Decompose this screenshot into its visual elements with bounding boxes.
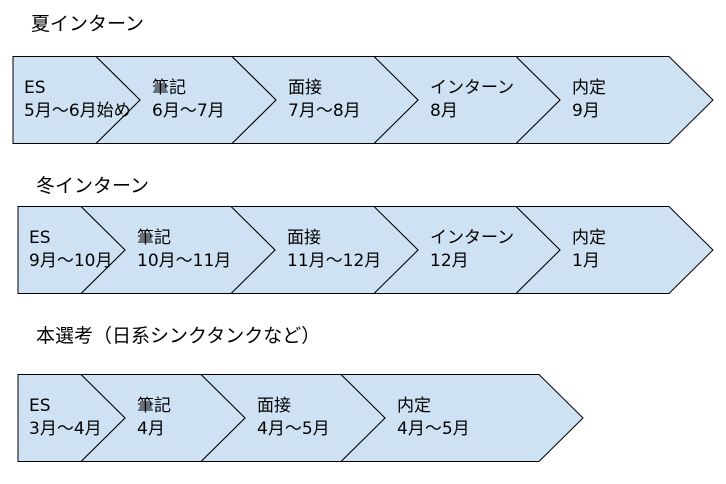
stage-name: 内定 [397, 396, 431, 416]
stage-label-block: 面接 11月〜12月 [287, 227, 381, 273]
flow-title-winter: 冬インターン [36, 175, 150, 197]
stage-name: ES [24, 78, 46, 98]
stage-name: 内定 [572, 228, 606, 248]
stage-period: 4月〜5月 [397, 419, 470, 439]
stage-name: 筆記 [152, 78, 186, 98]
stage-label-block: インターン 8月 [430, 77, 514, 123]
stage-label-block: ES 5月〜6月始め [24, 77, 131, 123]
stage-period: 4月 [137, 419, 165, 439]
flow-main-selection: ES 3月〜4月 筆記 4月 面接 4月〜5月 内定 4月〜5月 [17, 374, 584, 462]
stage-period: 9月 [572, 101, 600, 121]
stage-label-block: ES 3月〜4月 [29, 395, 102, 441]
stage-name: 筆記 [137, 228, 171, 248]
stage-period: 1月 [572, 251, 600, 271]
stage-name: 内定 [572, 78, 606, 98]
stage-label-block: インターン 12月 [430, 227, 514, 273]
stage-period: 3月〜4月 [29, 419, 102, 439]
stage-label-block: 内定 4月〜5月 [397, 395, 470, 441]
stage-period: 7月〜8月 [288, 101, 361, 121]
stage-period: 9月〜10月 [29, 251, 113, 271]
stage-label-block: 筆記 10月〜11月 [137, 227, 231, 273]
stage-name: 面接 [288, 78, 322, 98]
stage-chevron [12, 56, 141, 144]
stage-name: 面接 [287, 228, 321, 248]
stage-name: ES [29, 228, 51, 248]
stage-label-block: 面接 7月〜8月 [288, 77, 361, 123]
stage-period: 4月〜5月 [257, 419, 330, 439]
stage-name: ES [29, 396, 51, 416]
flow-diagram [12, 56, 714, 144]
flow-winter: ES 9月〜10月 筆記 10月〜11月 面接 11月〜12月 インターン 12月 内定 1月 [17, 206, 714, 294]
stage-name: インターン [430, 78, 515, 98]
stage-label-block: ES 9月〜10月 [29, 227, 112, 273]
stage-period: 8月 [430, 101, 458, 121]
flow-diagram [17, 206, 714, 294]
stage-period: 11月〜12月 [287, 251, 382, 271]
stage-period: 12月 [430, 251, 469, 271]
stage-label-block: 筆記 6月〜7月 [152, 77, 225, 123]
flow-summer: ES 5月〜6月始め 筆記 6月〜7月 面接 7月〜8月 インターン 8月 内定 9月 [12, 56, 714, 144]
flow-diagram [17, 374, 584, 462]
stage-label-block: 内定 9月 [572, 77, 606, 123]
flow-title-summer: 夏インターン [31, 13, 145, 35]
stage-chevron [17, 206, 126, 294]
stage-period: 10月〜11月 [137, 251, 232, 271]
stage-name: 面接 [257, 396, 291, 416]
stage-chevron [17, 374, 126, 462]
stage-period: 5月〜6月始め [24, 101, 131, 121]
stage-label-block: 面接 4月〜5月 [257, 395, 330, 441]
stage-period: 6月〜7月 [152, 101, 225, 121]
stage-name: 筆記 [137, 396, 171, 416]
flow-title-main-selection: 本選考（日系シンクタンクなど） [36, 325, 321, 347]
stage-name: インターン [430, 228, 515, 248]
stage-label-block: 筆記 4月 [137, 395, 171, 441]
stage-label-block: 内定 1月 [572, 227, 606, 273]
